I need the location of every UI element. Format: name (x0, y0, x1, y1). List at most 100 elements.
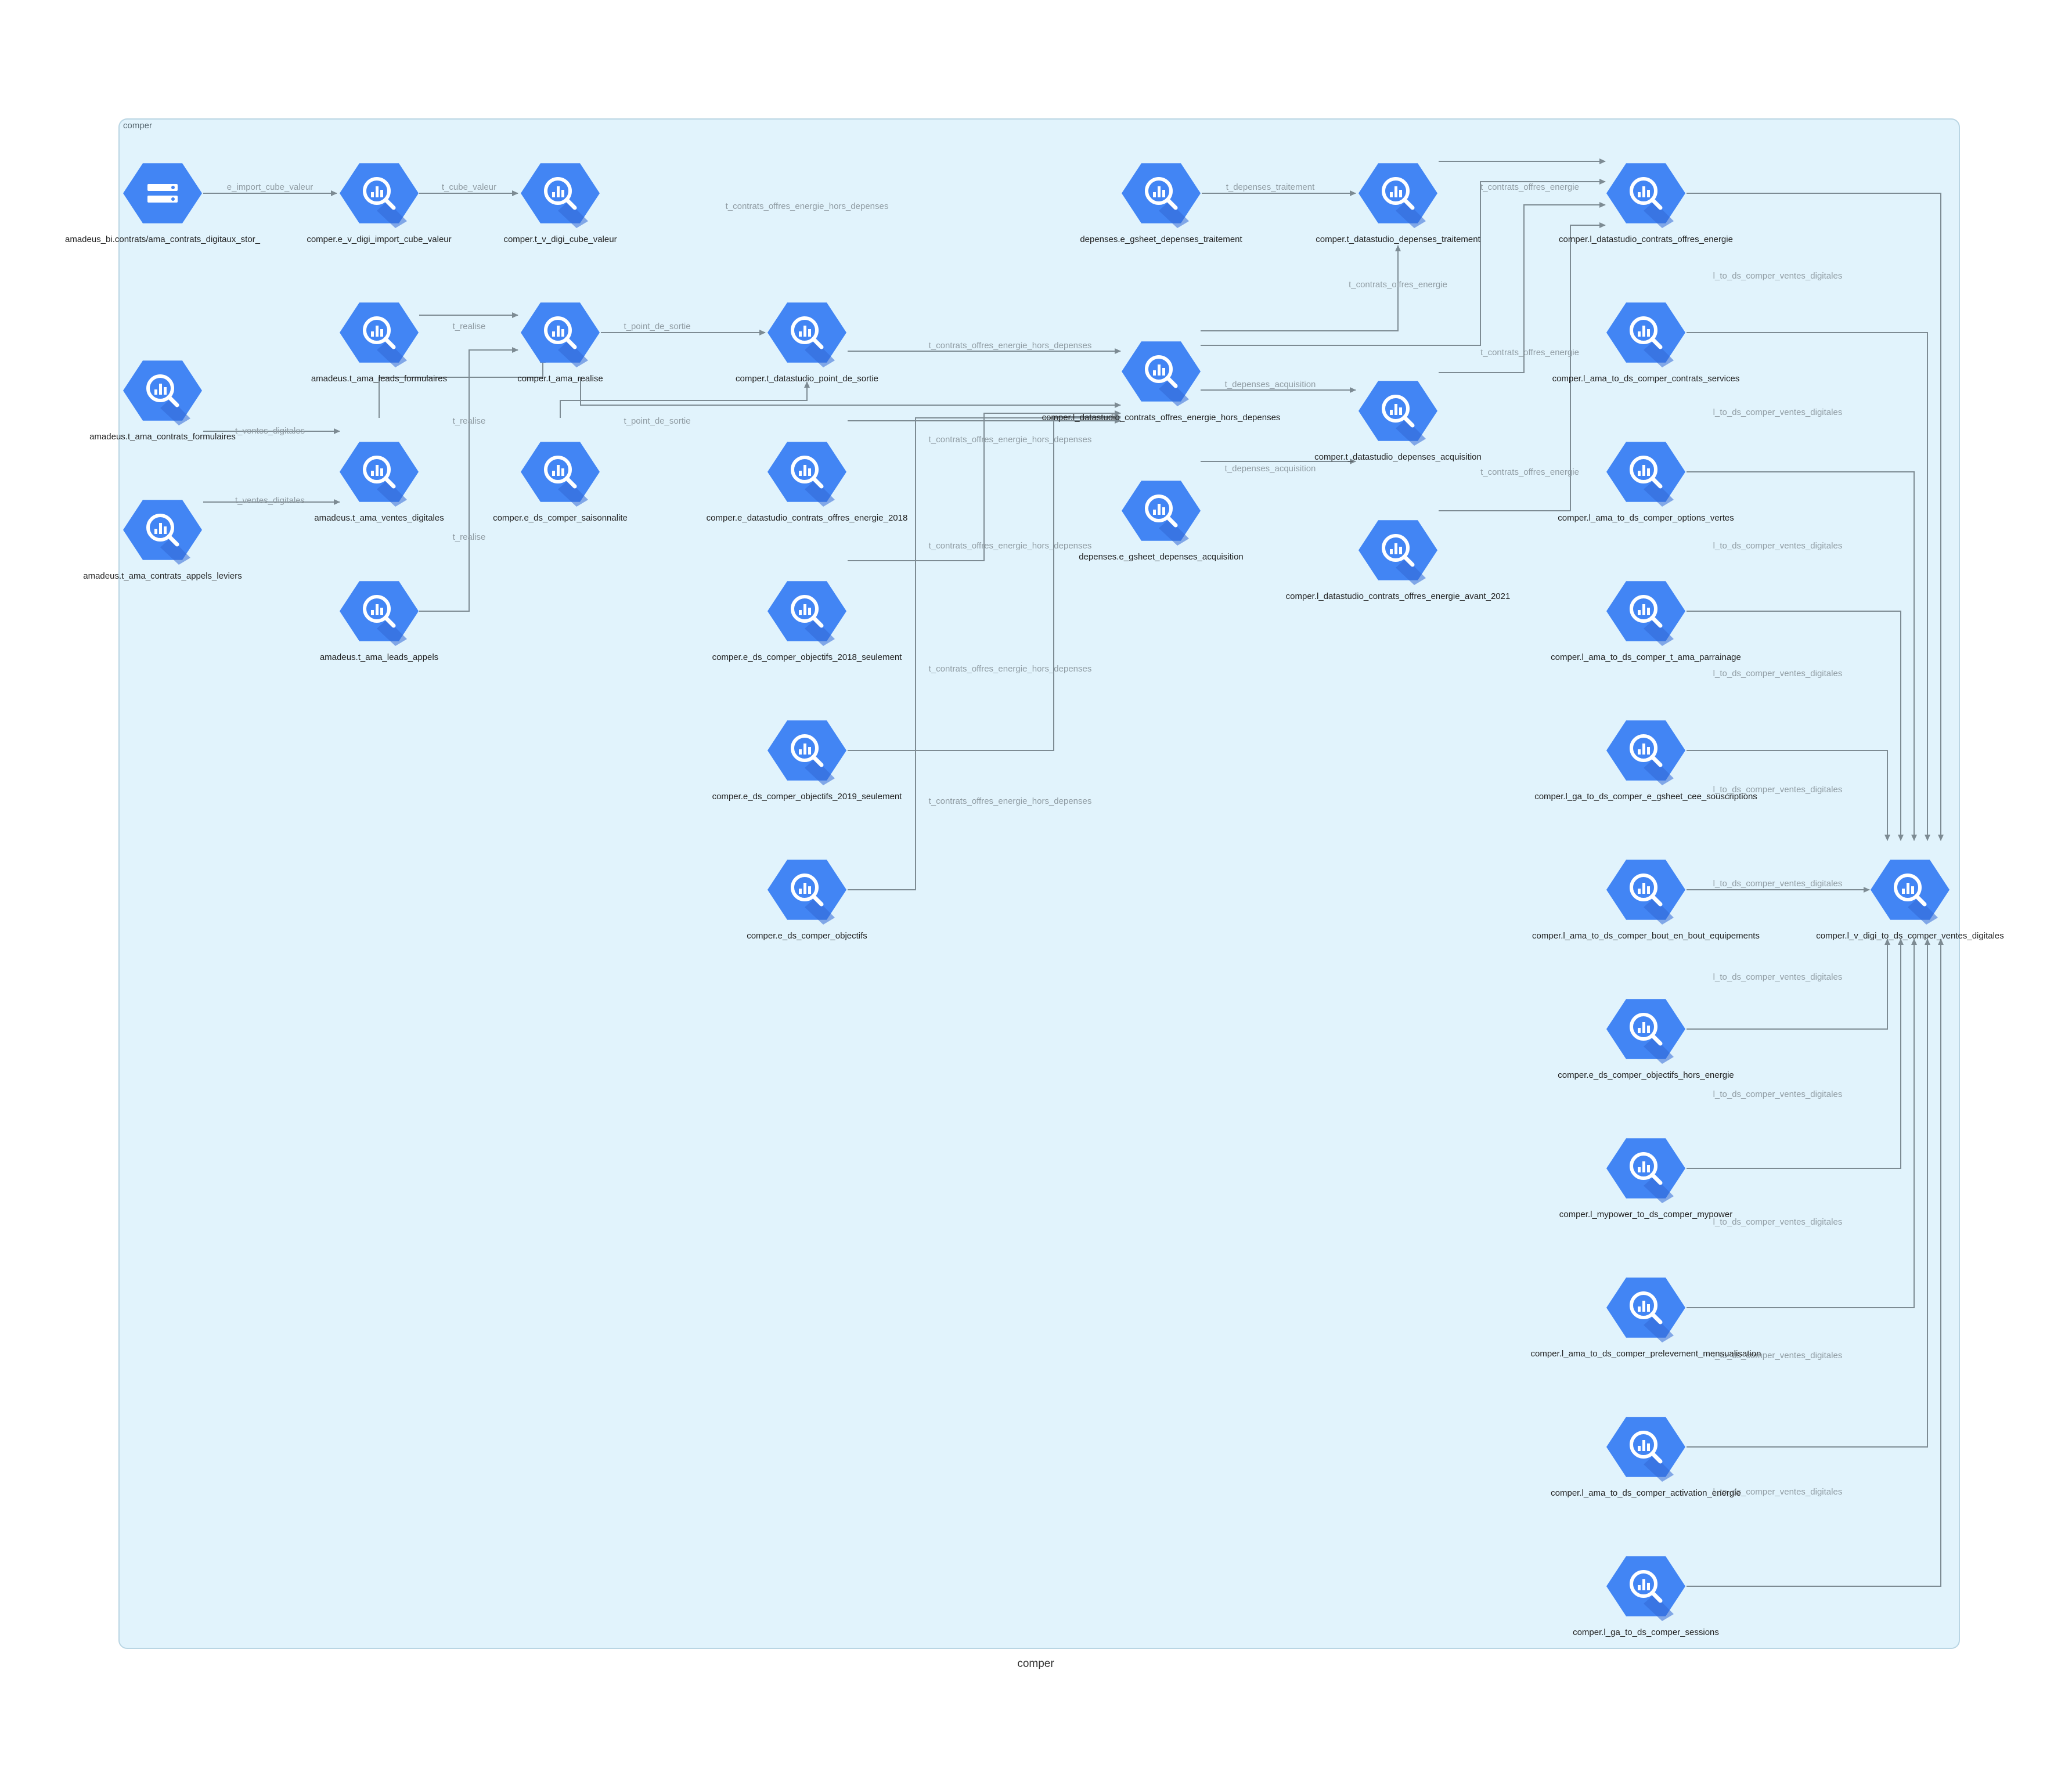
storage-icon (147, 184, 178, 203)
node-label: comper.l_ama_to_ds_comper_prelevement_me… (1531, 1349, 1761, 1359)
footer-label: comper (1017, 1658, 1054, 1670)
node-hexagon (1606, 860, 1685, 920)
node-label: comper.l_v_digi_to_ds_comper_ventes_digi… (1816, 931, 2004, 941)
node-hexagon (1606, 1138, 1685, 1199)
bigquery-icon (1630, 177, 1674, 228)
bigquery-icon (1382, 177, 1426, 228)
node-hexagon (767, 720, 846, 781)
bigquery-icon (544, 456, 588, 507)
node-dep-trait[interactable]: depenses.e_gsheet_depenses_traitement (1080, 163, 1243, 244)
node-coe[interactable]: comper.l_datastudio_contrats_offres_ener… (1559, 163, 1733, 244)
edge-label: t_contrats_offres_energie_hors_depenses (929, 341, 1092, 351)
bigquery-icon (1145, 355, 1189, 406)
edge-leadsappels-realise (419, 347, 518, 612)
node-bout[interactable]: comper.l_ama_to_ds_comper_bout_en_bout_e… (1532, 860, 1760, 941)
edge-options-final (1687, 471, 1917, 841)
edge-ventes-realise (379, 356, 546, 418)
node-t-trait[interactable]: comper.t_datastudio_depenses_traitement (1316, 163, 1481, 244)
node-point[interactable]: comper.t_datastudio_point_de_sortie (736, 302, 878, 384)
node-hors[interactable]: comper.l_datastudio_contrats_offres_ener… (1042, 341, 1281, 423)
node-label: amadeus_bi.contrats/ama_contrats_digitau… (65, 234, 261, 244)
edge-mypower-final (1687, 939, 1904, 1169)
edge-obj-hors (848, 415, 1121, 890)
node-options[interactable]: comper.l_ama_to_ds_comper_options_vertes (1558, 442, 1734, 523)
node-import[interactable]: comper.e_v_digi_import_cube_valeur (307, 163, 452, 244)
node-stor[interactable]: amadeus_bi.contrats/ama_contrats_digitau… (65, 163, 261, 244)
node-cube[interactable]: comper.t_v_digi_cube_valeur (503, 163, 617, 244)
edge-label: l_to_ds_comper_ventes_digitales (1713, 1487, 1843, 1497)
node-activ[interactable]: comper.l_ama_to_ds_comper_activation_ene… (1551, 1417, 1741, 1498)
edge-label: t_realise (453, 322, 486, 331)
node-label: comper.l_ama_to_ds_comper_activation_ene… (1551, 1488, 1741, 1498)
node-label: comper.l_ama_to_ds_comper_bout_en_bout_e… (1532, 931, 1760, 941)
node-label: comper.e_ds_comper_objectifs_2019_seulem… (712, 792, 903, 802)
node-label: amadeus.t_ama_contrats_formulaires (89, 432, 236, 442)
node-label: comper.l_ga_to_ds_comper_sessions (1573, 1627, 1719, 1637)
node-dep-acq[interactable]: depenses.e_gsheet_depenses_acquisition (1079, 481, 1244, 562)
node-leads-form[interactable]: amadeus.t_ama_leads_formulaires (311, 302, 447, 384)
edge-activ-final (1687, 939, 1930, 1448)
node-hexagon (767, 581, 846, 641)
edge-label: t_realise (453, 532, 486, 542)
edge-label: t_contrats_offres_energie_hors_depenses (726, 201, 889, 211)
bigquery-icon (791, 316, 835, 367)
node-saison[interactable]: comper.e_ds_comper_saisonnalite (493, 442, 628, 523)
node-mypower[interactable]: comper.l_mypower_to_ds_comper_mypower (1559, 1138, 1732, 1219)
node-label: amadeus.t_ama_contrats_appels_leviers (83, 571, 242, 581)
bigquery-icon (544, 177, 588, 228)
edge-label: t_ventes_digitales (235, 426, 305, 436)
node-obj[interactable]: comper.e_ds_comper_objectifs (747, 860, 867, 941)
node-label: comper.t_datastudio_point_de_sortie (736, 374, 878, 384)
node-ventes[interactable]: amadeus.t_ama_ventes_digitales (314, 442, 444, 523)
node-services[interactable]: comper.l_ama_to_ds_comper_contrats_servi… (1552, 302, 1740, 384)
edge-label: t_cube_valeur (442, 182, 496, 192)
bigquery-icon (1630, 1291, 1674, 1342)
node-sessions[interactable]: comper.l_ga_to_ds_comper_sessions (1573, 1556, 1719, 1637)
node-obj2019[interactable]: comper.e_ds_comper_objectifs_2019_seulem… (712, 720, 903, 802)
edge-label: l_to_ds_comper_ventes_digitales (1713, 1217, 1843, 1227)
edge-label: t_contrats_offres_energie (1480, 182, 1579, 192)
bigquery-icon (1382, 534, 1426, 585)
node-cee[interactable]: comper.l_ga_to_ds_comper_e_gsheet_cee_so… (1534, 720, 1757, 802)
node-hexagon (1358, 163, 1437, 223)
node-prelev[interactable]: comper.l_ama_to_ds_comper_prelevement_me… (1531, 1277, 1761, 1359)
node-hexagon (1606, 163, 1685, 223)
node-formulaires[interactable]: amadeus.t_ama_contrats_formulaires (89, 360, 236, 442)
node-hexagon (767, 860, 846, 920)
node-co2018[interactable]: comper.e_datastudio_contrats_offres_ener… (707, 442, 908, 523)
edges-layer (203, 158, 1944, 1587)
edge-label: l_to_ds_comper_ventes_digitales (1713, 972, 1843, 982)
edge-label: l_to_ds_comper_ventes_digitales (1713, 1351, 1843, 1360)
edge-label: l_to_ds_comper_ventes_digitales (1713, 271, 1843, 281)
bigquery-icon (1630, 316, 1674, 367)
node-label: amadeus.t_ama_ventes_digitales (314, 513, 444, 523)
node-obj-hors[interactable]: comper.e_ds_comper_objectifs_hors_energi… (1558, 999, 1734, 1080)
node-leads-appels[interactable]: amadeus.t_ama_leads_appels (320, 581, 438, 662)
node-appels-leviers[interactable]: amadeus.t_ama_contrats_appels_leviers (83, 500, 242, 581)
node-parrainage[interactable]: comper.l_ama_to_ds_comper_t_ama_parraina… (1551, 581, 1741, 662)
node-label: depenses.e_gsheet_depenses_traitement (1080, 234, 1242, 244)
node-hexagon (521, 442, 600, 502)
edge-label: t_depenses_acquisition (1225, 464, 1316, 474)
edge-label: t_contrats_offres_energie (1349, 280, 1447, 290)
node-realise[interactable]: comper.t_ama_realise (517, 302, 603, 384)
node-label: comper.l_ama_to_ds_comper_options_vertes (1558, 513, 1734, 523)
edge-tacq-coe (1439, 202, 1606, 373)
node-obj2018[interactable]: comper.e_ds_comper_objectifs_2018_seulem… (712, 581, 903, 662)
node-hexagon (1122, 341, 1201, 402)
edge-label: t_contrats_offres_energie_hors_depenses (929, 435, 1092, 445)
node-label: amadeus.t_ama_leads_appels (320, 652, 438, 662)
node-hexagon (521, 302, 600, 363)
node-hexagon (1606, 302, 1685, 363)
node-hexagon (1606, 999, 1685, 1059)
node-hexagon (1606, 442, 1685, 502)
edge-label: l_to_ds_comper_ventes_digitales (1713, 541, 1843, 551)
node-label: comper.l_ama_to_ds_comper_t_ama_parraina… (1551, 652, 1741, 662)
node-hexagon (1606, 720, 1685, 781)
node-avant2021[interactable]: comper.l_datastudio_contrats_offres_ener… (1286, 520, 1511, 601)
node-label: comper.e_v_digi_import_cube_valeur (307, 234, 451, 244)
node-label: comper.t_ama_realise (517, 374, 603, 384)
node-final[interactable]: comper.l_v_digi_to_ds_comper_ventes_digi… (1816, 860, 2004, 941)
node-t-acq[interactable]: comper.t_datastudio_depenses_acquisition (1314, 381, 1482, 462)
node-hexagon (340, 302, 419, 363)
